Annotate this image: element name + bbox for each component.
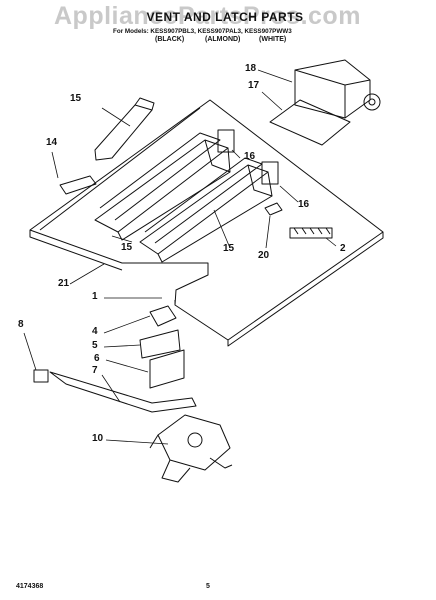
part-4-switch — [149, 305, 177, 327]
gasket-upper — [217, 129, 235, 153]
callout-1: 1 — [92, 291, 98, 302]
color-label-almond: (ALMOND) — [205, 36, 241, 43]
callout-8: 8 — [18, 319, 24, 330]
callout-4: 4 — [92, 326, 98, 337]
callout-20: 20 — [258, 250, 270, 261]
callout-7: 7 — [92, 365, 98, 376]
color-label-black: (BLACK) — [155, 36, 185, 43]
document-number: 4174368 — [16, 583, 44, 590]
callout-13: 14 — [46, 137, 58, 148]
part-13-clip — [59, 175, 97, 195]
part-8-knob — [33, 369, 49, 383]
callout-15-left: 15 — [121, 242, 133, 253]
part-10-latch-assembly — [149, 414, 233, 483]
model-numbers: For Models: KESS907PBL3, KESS907PAL3, KE… — [113, 28, 292, 35]
page-number: 5 — [206, 583, 210, 590]
part-7-latch-rod — [49, 371, 197, 413]
callout-18: 18 — [245, 63, 257, 74]
gasket-lower — [261, 161, 279, 185]
callout-16-upper: 16 — [244, 151, 256, 162]
part-14-hood — [94, 104, 153, 161]
vent-duct-left — [94, 132, 231, 241]
part-6-plate — [149, 349, 185, 389]
part-14-top — [134, 97, 155, 111]
callout-16-lower: 16 — [298, 199, 310, 210]
callout-5: 5 — [92, 340, 98, 351]
part-18-fan-motor — [294, 59, 381, 119]
part-5-plate — [139, 329, 181, 359]
callout-21: 21 — [58, 278, 70, 289]
vent-duct-right — [139, 157, 273, 263]
callout-14: 15 — [70, 93, 82, 104]
callout-2: 2 — [340, 243, 346, 254]
part-20-bracket — [264, 202, 283, 216]
watermark-text: AppliancePartsPros.com — [54, 2, 361, 30]
color-label-white: (WHITE) — [259, 36, 287, 43]
diagram-title: VENT AND LATCH PARTS — [146, 10, 304, 24]
part-17-plate — [269, 99, 351, 146]
cooktop-panel — [29, 99, 384, 347]
part-2-strip — [289, 227, 333, 239]
callout-15-right: 15 — [223, 243, 235, 254]
callout-17: 17 — [248, 80, 260, 91]
callout-6: 6 — [94, 353, 100, 364]
callout-10: 10 — [92, 433, 104, 444]
